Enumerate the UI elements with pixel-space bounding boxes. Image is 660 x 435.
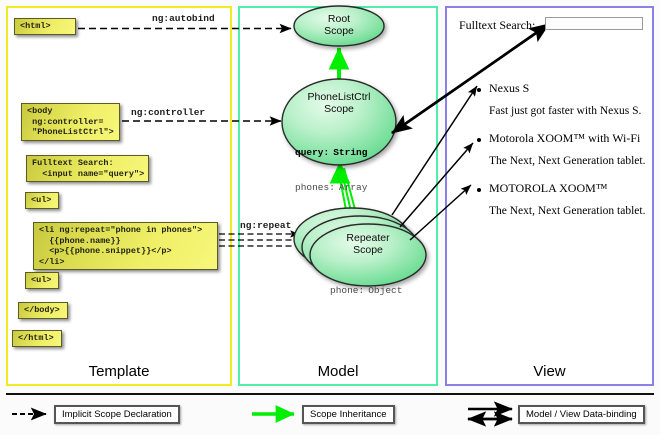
view-search-label: Fulltext Search: [459, 18, 536, 32]
legend-arrow-double [467, 401, 513, 427]
legend-scope-inheritance: Scope Inheritance [302, 405, 395, 424]
view-phone-snippet: The Next, Next Generation tablet. [489, 155, 646, 167]
repeater-scope-title: Repeater Scope [346, 232, 390, 256]
scope-prop-query-name: query: [295, 147, 330, 158]
connector-label-ng-autobind: ng:autobind [152, 13, 215, 24]
fulltext-search-input[interactable] [545, 17, 643, 30]
view-phone-name: Motorola XOOM™ with Wi-Fi [489, 131, 641, 145]
scope-prop-phone-type: Object [368, 285, 403, 296]
list-bullet-icon [477, 88, 481, 92]
phonelistctrl-scope-title: PhoneListCtrl Scope [307, 91, 371, 115]
scope-prop-phones: phones:Array [295, 182, 367, 194]
scope-prop-phones-type: Array [338, 181, 368, 193]
legend-divider [6, 393, 654, 395]
connector-label-ng-repeat: ng:repeat [240, 220, 292, 231]
phonelistctrl-scope-props: query:String phones:Array [295, 124, 367, 216]
scope-prop-query: query:String [295, 147, 367, 159]
code-box-ul-open: <ul> [25, 192, 59, 209]
code-box-body-open: <body ng:controller= "PhoneListCtrl"> [21, 103, 120, 141]
view-phone-name: MOTOROLA XOOM™ [489, 181, 608, 195]
code-box-html-open: <html> [14, 18, 76, 35]
view-phone-name: Nexus S [489, 81, 530, 95]
list-bullet-icon [477, 188, 481, 192]
code-box-body-close: </body> [18, 302, 68, 319]
list-bullet-icon [477, 138, 481, 142]
code-box-fulltext-search: Fulltext Search: <input name="query"> [26, 155, 149, 182]
repeater-scope-props: phone:Object [330, 262, 402, 320]
legend-implicit-scope-declaration: Implicit Scope Declaration [54, 405, 180, 424]
view-content: Fulltext Search: Nexus S Fast just got f… [445, 6, 654, 386]
view-phone-snippet: The Next, Next Generation tablet. [489, 205, 646, 217]
legend-model-view-data-binding: Model / View Data-binding [518, 405, 645, 424]
panel-template-label: Template [88, 363, 150, 380]
scope-prop-query-type: String [333, 147, 368, 158]
code-box-li-repeat: <li ng:repeat="phone in phones"> {{phone… [33, 222, 218, 270]
panel-model-label: Model [317, 363, 359, 380]
root-scope-title: Root Scope [324, 13, 354, 37]
code-box-ul-close: <ul> [25, 272, 59, 289]
panel-view-label: View [533, 363, 566, 380]
scope-prop-phone-name: phone: [330, 285, 365, 296]
view-phone-snippet: Fast just got faster with Nexus S. [489, 105, 642, 117]
connector-label-ng-controller: ng:controller [131, 107, 206, 118]
scope-prop-phone: phone:Object [330, 285, 402, 297]
scope-prop-phones-name: phones: [295, 181, 335, 193]
code-box-html-close: </html> [12, 330, 62, 347]
